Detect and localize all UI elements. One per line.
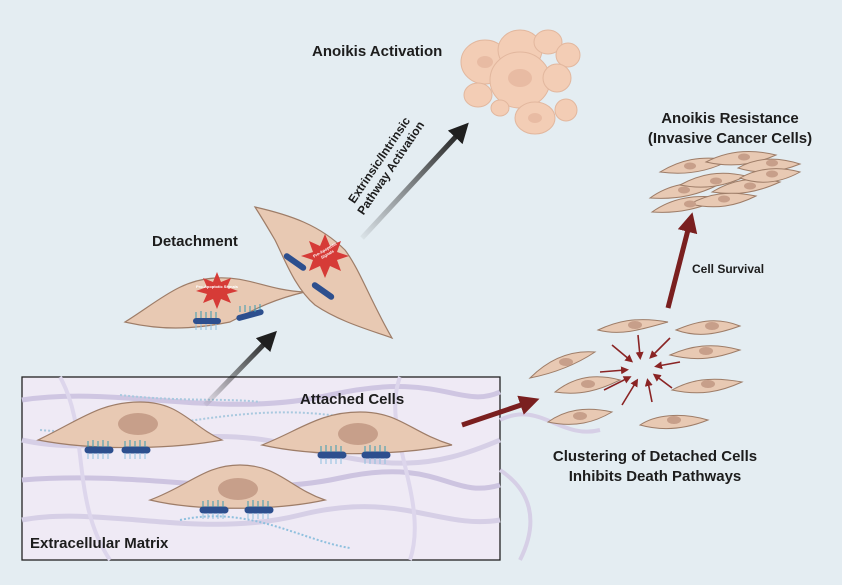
label-clustering: Clustering of Detached Cells Inhibits De… <box>540 447 770 487</box>
invasive-cancer-nuclei <box>678 153 778 208</box>
label-extracellular-matrix: Extracellular Matrix <box>30 535 169 552</box>
label-attached-cells: Attached Cells <box>300 391 405 408</box>
arrow-attached-to-detachment <box>203 330 277 407</box>
pro-apoptotic-signal-star-2 <box>301 234 349 278</box>
label-anoikis-resistance-line2: (Invasive Cancer Cells) <box>647 130 813 147</box>
detached-cell-cluster <box>528 319 744 430</box>
arrow-cluster-to-resistance <box>665 212 698 309</box>
integrin-receptors-detached <box>193 253 335 324</box>
cluster-inhibition-arrows <box>599 334 681 406</box>
label-clustering-line2: Inhibits Death Pathways <box>568 468 742 485</box>
label-clustering-line1: Clustering of Detached Cells <box>552 448 758 465</box>
arrow-attached-to-cluster <box>461 395 540 428</box>
label-anoikis-resistance: Anoikis Resistance (Invasive Cancer Cell… <box>630 109 830 149</box>
integrin-stalks-detached <box>195 304 261 330</box>
apoptotic-nuclei-fragments <box>477 56 542 123</box>
extracellular-matrix-box <box>21 376 502 562</box>
label-cell-survival: Cell Survival <box>692 262 765 276</box>
integrin-stalks <box>87 440 386 519</box>
label-pro-apoptotic-signals-1: Pro-Apoptotic Signals <box>196 284 238 289</box>
label-detachment: Detachment <box>152 233 238 250</box>
integrin-receptors-attached <box>84 446 391 514</box>
attached-cell-3 <box>147 464 328 509</box>
invasive-cancer-cells <box>648 150 802 213</box>
pro-apoptotic-signal-star-1 <box>196 272 238 309</box>
label-anoikis-resistance-line1: Anoikis Resistance <box>661 110 799 127</box>
arrow-detachment-to-anoikis <box>360 122 469 240</box>
cluster-nuclei <box>559 321 719 424</box>
label-anoikis-activation: Anoikis Activation <box>312 43 443 60</box>
attached-cell-2 <box>259 411 453 455</box>
